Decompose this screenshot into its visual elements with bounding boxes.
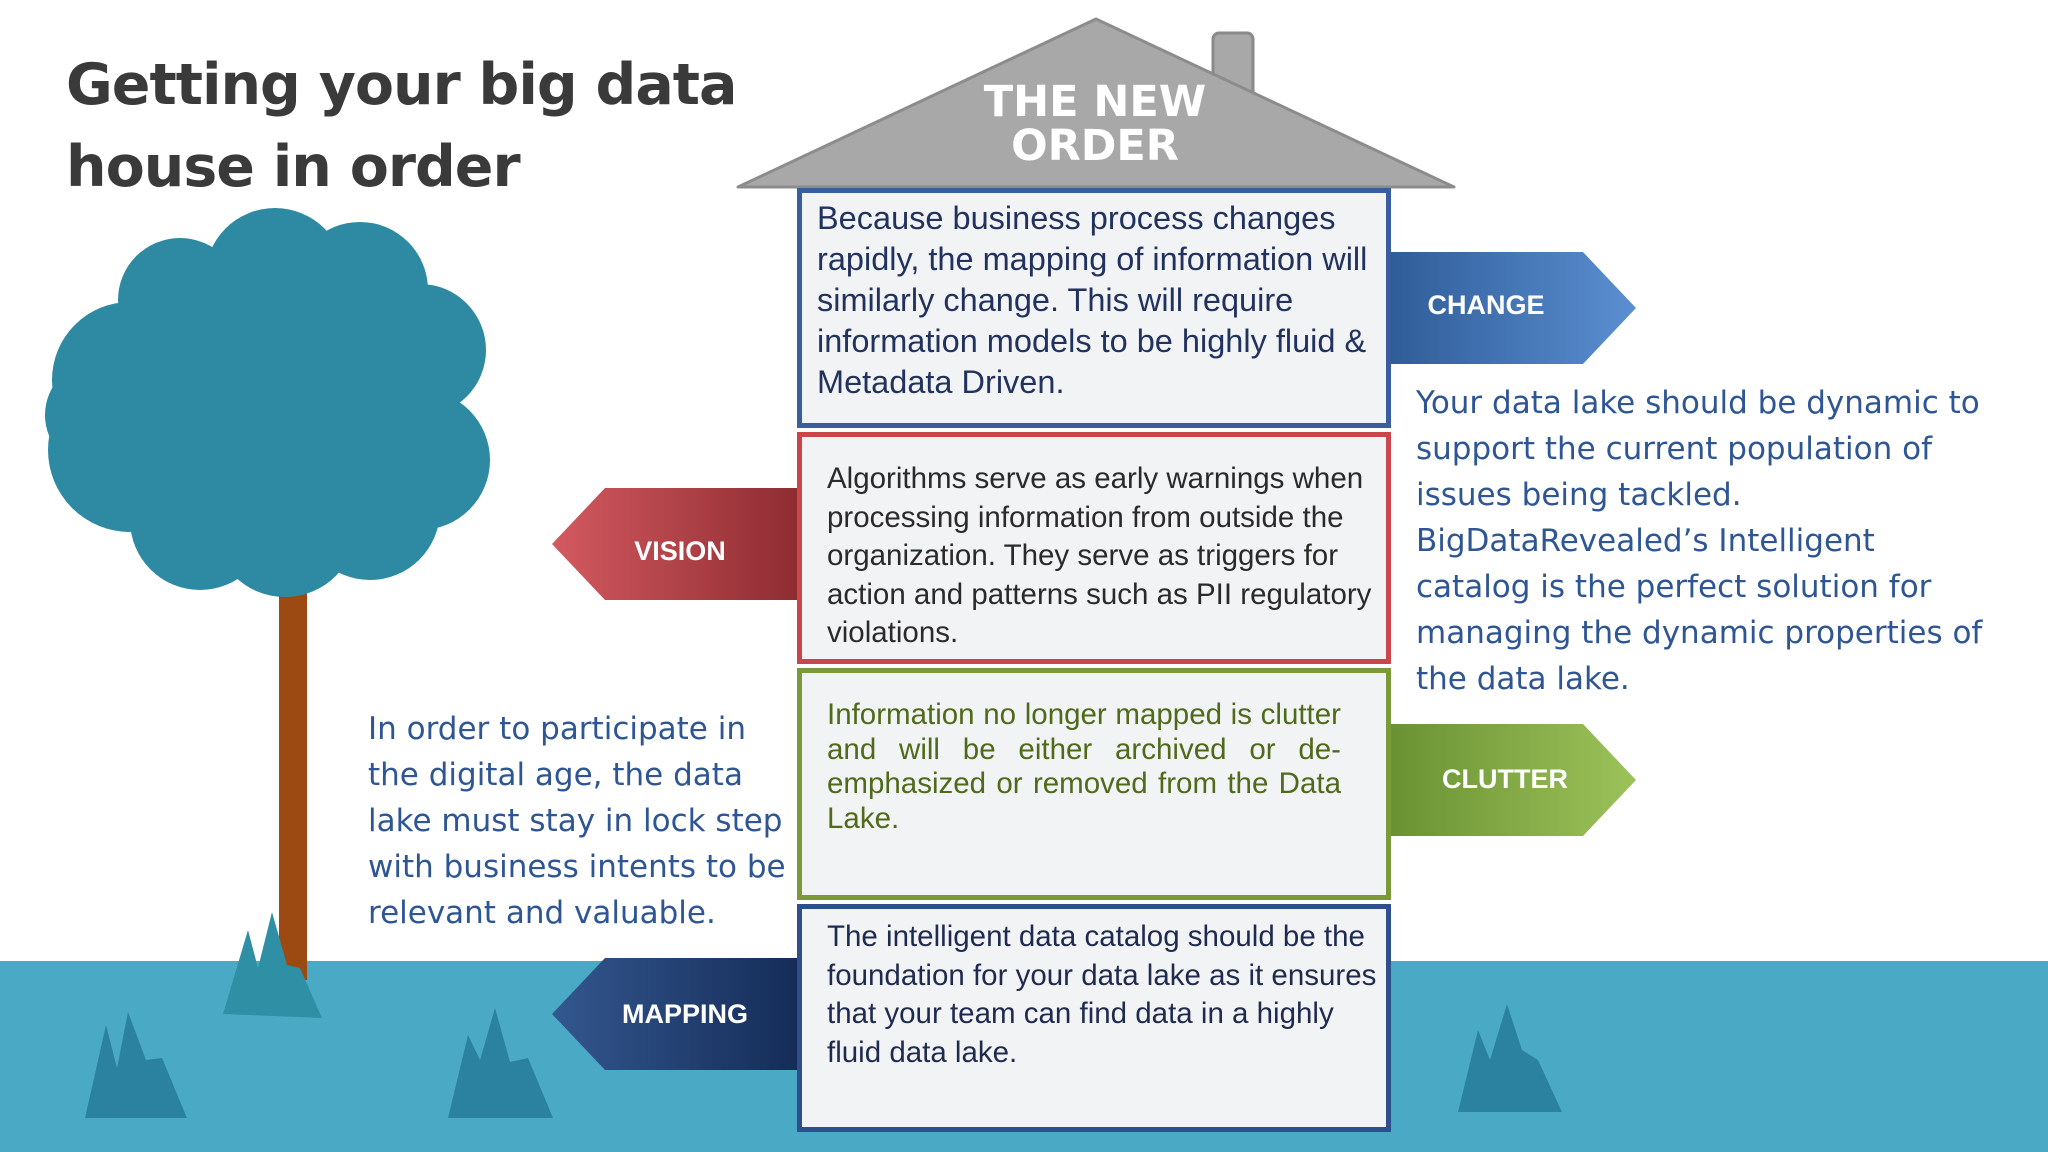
change-box-text: Because business process changes rapidly… (817, 200, 1368, 400)
page-title: Getting your big data house in order (66, 52, 738, 200)
clutter-box (797, 668, 1391, 900)
change-arrow (1391, 252, 1636, 364)
vision-box (797, 432, 1391, 664)
roof-title-line-2: ORDER (1011, 121, 1179, 171)
clutter-arrow (1391, 724, 1636, 836)
change-arrow-label: CHANGE (1427, 290, 1545, 320)
right-note: Your data lake should be dynamic to supp… (1416, 385, 1983, 697)
grass-icon (85, 1004, 1562, 1118)
vision-arrow-label: VISION (634, 536, 726, 566)
mapping-arrow-label: MAPPING (621, 999, 748, 1029)
left-note: In order to participate in the digital a… (368, 711, 786, 931)
clutter-arrow-label: CLUTTER (1442, 764, 1568, 794)
change-box (797, 188, 1391, 428)
tree-icon (45, 208, 490, 980)
mapping-box (797, 904, 1391, 1132)
roof-title: THE NEW ORDER (900, 80, 1290, 168)
vision-box-text: Algorithms serve as early warnings when … (827, 462, 1372, 649)
vision-arrow (552, 488, 797, 600)
house-roof-icon (736, 17, 1456, 189)
grass-icon (223, 912, 322, 1018)
mapping-arrow (552, 958, 797, 1070)
roof-title-line-1: THE NEW (983, 77, 1207, 127)
mapping-box-text: The intelligent data catalog should be t… (827, 920, 1377, 1069)
clutter-box-text: Information no longer mapped is clutter … (827, 698, 1341, 835)
